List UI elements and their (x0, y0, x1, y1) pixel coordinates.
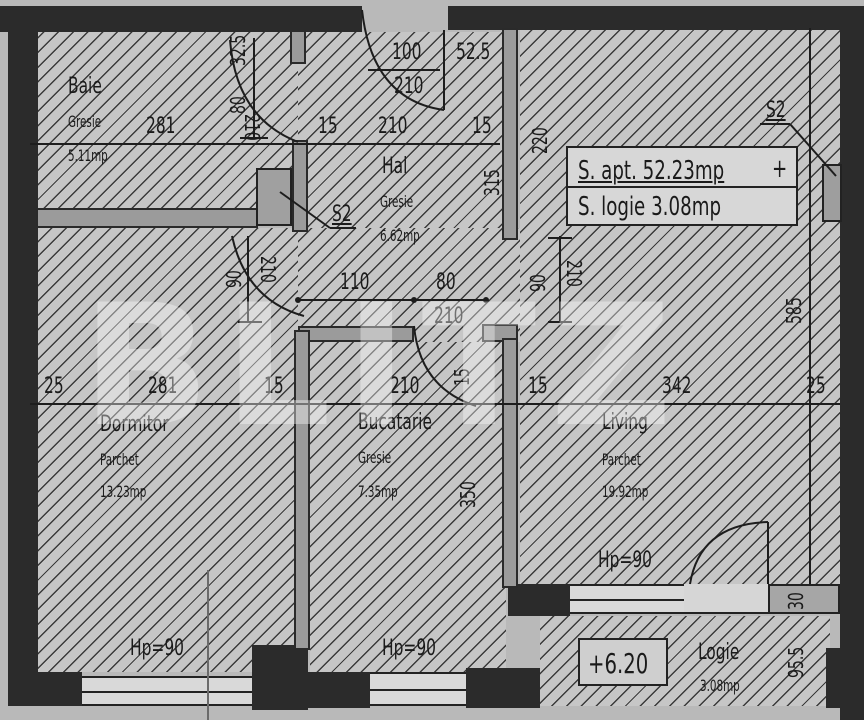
wall-kitchen-right (482, 324, 518, 342)
summary-divider (568, 186, 796, 188)
wall-bottom-mid (252, 645, 308, 710)
watermark: BLITZ (82, 268, 687, 464)
apartment-area-label: S. apt. 52.23mp (578, 156, 725, 186)
wall-right (840, 6, 864, 720)
hatch-dormitor (38, 228, 300, 672)
dim-baie-door-h: 210 (240, 114, 264, 141)
room-name-hal: Hal (382, 154, 408, 179)
window-dormitor (82, 676, 252, 706)
dim-hal-left-wall: 15 (318, 114, 338, 139)
dim-hal-seg-80: 80 (436, 270, 456, 295)
dim-living-top-220: 220 (528, 127, 552, 154)
wall-hal-right (502, 28, 518, 240)
room-area-bucatarie: 7.35mp (358, 482, 398, 501)
wall-baie-right-top (290, 30, 306, 64)
sill-height-living: Hp=90 (598, 548, 653, 573)
wall-bottom-mid2 (300, 672, 370, 708)
room-floor-living: Parchet (602, 450, 641, 469)
dim-entry-door-h: 210 (394, 74, 424, 99)
dim-hal-height: 315 (480, 169, 504, 196)
room-name-dormitor: Dormitor (100, 412, 169, 437)
dim-kitchen-door-h: 210 (434, 304, 464, 329)
wall-living-bottom-left (508, 584, 570, 616)
duct-label-living: S2 (766, 98, 786, 123)
window-living (570, 584, 684, 614)
plus-mark: + (772, 154, 788, 184)
room-floor-dormitor: Parchet (100, 450, 139, 469)
elevation-label: +6.20 (588, 647, 649, 680)
dim-entry-side: 52.5 (456, 40, 491, 65)
dim-entry-door-w: 100 (392, 40, 422, 65)
dim-bucatarie-height: 350 (456, 481, 480, 508)
room-name-baie: Baie (68, 74, 102, 99)
sill-height-dormitor: Hp=90 (130, 636, 185, 661)
dim-dormitor-width: 281 (148, 374, 178, 399)
room-area-baie: 5.11mp (68, 146, 108, 165)
elevation-box: +6.20 (578, 638, 668, 686)
dim-bucatarie-width: 210 (390, 374, 420, 399)
room-floor-hal: Gresie (380, 192, 414, 211)
sill-height-bucatarie: Hp=90 (382, 636, 437, 661)
dim-baie-door-w: 80 (226, 96, 250, 114)
logie-wall-30 (768, 584, 840, 614)
dim-hal-seg-110: 110 (340, 270, 370, 295)
hatch-hal-lower (298, 228, 520, 342)
room-name-logie: Logie (698, 640, 740, 665)
wall-top-left (0, 6, 362, 32)
dim-living-height: 585 (782, 297, 806, 324)
hatch-bucatarie (310, 342, 506, 672)
dim-logie-wall: 30 (784, 592, 808, 610)
wall-logie-right (826, 648, 864, 708)
duct-living (822, 164, 842, 222)
dim-wall-15-a: 15 (264, 374, 284, 399)
area-summary-box: S. apt. 52.23mp + S. logie 3.08mp (566, 146, 798, 226)
room-area-dormitor: 13.23mp (100, 482, 147, 501)
wall-left (8, 6, 38, 706)
dim-wall-15-c: 15 (528, 374, 548, 399)
dim-hal-right-wall: 15 (472, 114, 492, 139)
wall-kitchen-left (294, 330, 310, 650)
dim-living-width: 342 (662, 374, 692, 399)
dim-wall-25-right: 25 (806, 374, 826, 399)
room-name-bucatarie: Bucatarie (358, 410, 432, 435)
door-living-logie-frame (684, 584, 768, 614)
room-floor-baie: Gresie (68, 112, 102, 131)
dim-hal-width: 210 (378, 114, 408, 139)
window-bucatarie (370, 672, 466, 706)
hatch-living (520, 28, 840, 584)
wall-top-right (448, 6, 864, 30)
dim-baie-top-small: 32.5 (226, 34, 250, 66)
wall-living-left (502, 338, 518, 588)
room-area-living: 19.92mp (602, 482, 649, 501)
room-area-hal: 6.62mp (380, 226, 420, 245)
room-name-living: Living (602, 410, 648, 435)
room-floor-bucatarie: Gresie (358, 448, 392, 467)
wall-bottom-right (466, 668, 540, 708)
loggia-area-label: S. logie 3.08mp (578, 192, 722, 222)
dim-wall-25-left: 25 (44, 374, 64, 399)
duct-label-hal: S2 (332, 202, 352, 227)
room-area-logie: 3.08mp (700, 676, 740, 695)
wall-bottom-left (8, 672, 82, 706)
dim-logie-depth: 95.5 (784, 646, 808, 678)
dim-baie-width: 281 (146, 114, 176, 139)
